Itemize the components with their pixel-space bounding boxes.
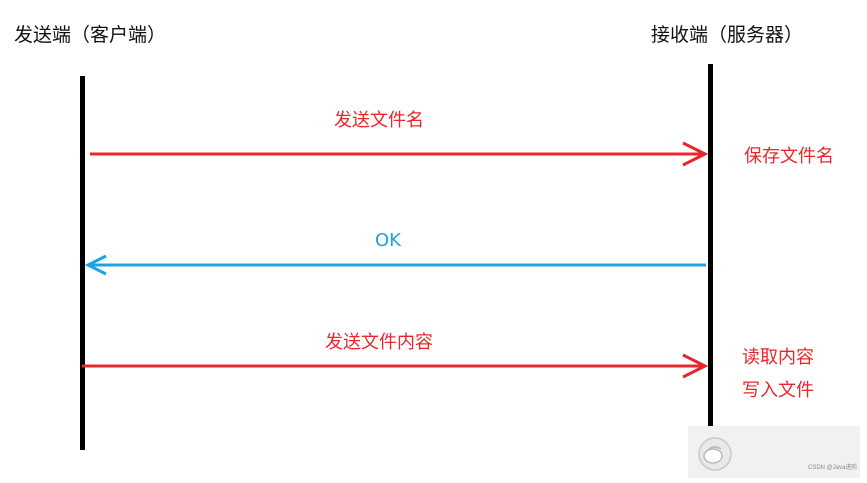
receiver-note-write-file: 写入文件 bbox=[742, 380, 814, 401]
csdn-logo-icon bbox=[698, 437, 732, 471]
receiver-lifeline bbox=[708, 64, 713, 446]
sender-actor-title: 发送端（客户端） bbox=[14, 24, 167, 46]
receiver-note-read-content: 读取内容 bbox=[742, 347, 814, 368]
watermark-text: CSDN @Java进阶 bbox=[808, 465, 858, 471]
message-arrow-ok bbox=[84, 254, 706, 276]
message-label-send-filename: 发送文件名 bbox=[334, 110, 424, 131]
message-label-send-content: 发送文件内容 bbox=[325, 332, 433, 353]
message-arrow-send-content bbox=[82, 353, 709, 379]
receiver-actor-title: 接收端（服务器） bbox=[651, 24, 804, 46]
receiver-note-save-filename: 保存文件名 bbox=[744, 146, 834, 167]
message-arrow-send-filename bbox=[90, 141, 709, 167]
message-label-ok: OK bbox=[375, 230, 401, 251]
sender-lifeline bbox=[80, 76, 85, 450]
